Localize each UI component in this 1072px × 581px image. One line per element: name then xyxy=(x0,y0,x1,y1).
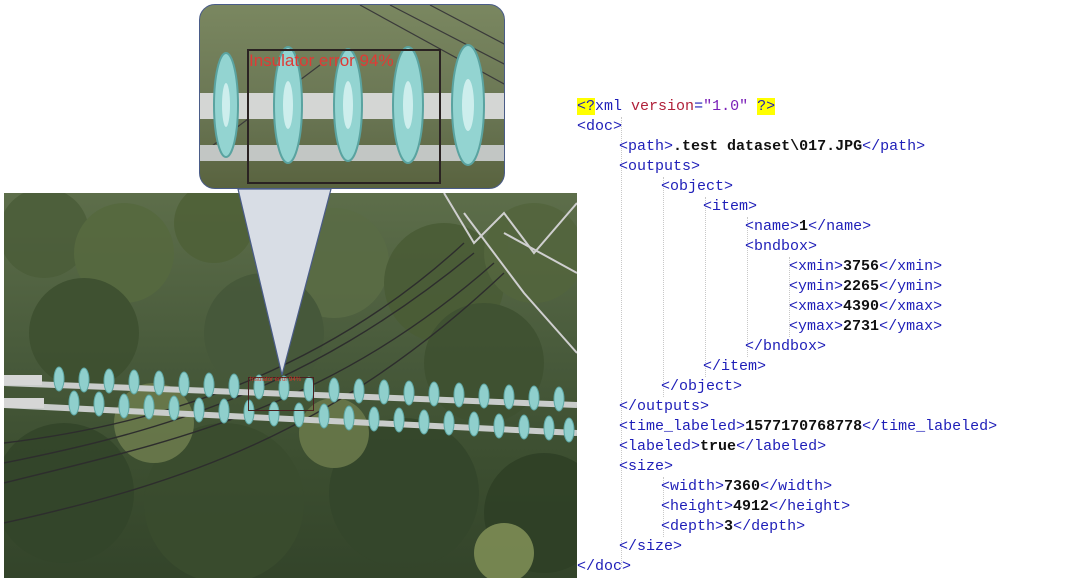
indent-guide xyxy=(747,217,748,357)
indent-guide xyxy=(789,257,790,337)
size-close: </size> xyxy=(619,538,683,555)
object-close: </object> xyxy=(661,378,743,395)
outputs-close: </outputs> xyxy=(619,398,710,415)
zoom-detection-label: Insulator error 94% xyxy=(249,51,394,70)
xmax-line: <xmax>4390</xmax> xyxy=(789,298,943,315)
detection-label: Insulator error 94% xyxy=(250,377,302,383)
xml-declaration: <?xml version="1.0" ?> xyxy=(577,98,776,115)
zoom-detection-box xyxy=(247,49,441,184)
doc-open: <doc> xyxy=(577,118,623,135)
item-close: </item> xyxy=(703,358,767,375)
bndbox-close: </bndbox> xyxy=(745,338,827,355)
bndbox-open: <bndbox> xyxy=(745,238,818,255)
photo-scene xyxy=(4,193,577,578)
zoom-scene xyxy=(200,5,504,166)
time-labeled-line: <time_labeled>1577170768778</time_labele… xyxy=(619,418,998,435)
indent-guide xyxy=(705,197,706,377)
indent-guide xyxy=(663,477,664,537)
ymin-line: <ymin>2265</ymin> xyxy=(789,278,943,295)
object-open: <object> xyxy=(661,178,734,195)
size-open: <size> xyxy=(619,458,674,475)
depth-line: <depth>3</depth> xyxy=(661,518,806,535)
outputs-open: <outputs> xyxy=(619,158,701,175)
ymax-line: <ymax>2731</ymax> xyxy=(789,318,943,335)
xml-annotation: <?xml version="1.0" ?> <doc> <path>.test… xyxy=(577,97,1072,581)
indent-guide xyxy=(621,117,622,567)
path-line: <path>.test dataset\017.JPG</path> xyxy=(619,138,926,155)
doc-close: </doc> xyxy=(577,558,632,575)
name-line: <name>1</name> xyxy=(745,218,872,235)
labeled-line: <labeled>true</labeled> xyxy=(619,438,827,455)
height-line: <height>4912</height> xyxy=(661,498,851,515)
xmin-line: <xmin>3756</xmin> xyxy=(789,258,943,275)
width-line: <width>7360</width> xyxy=(661,478,833,495)
indent-guide xyxy=(663,177,664,397)
detection-box xyxy=(248,377,314,411)
zoom-callout: Insulator error 94% xyxy=(199,4,505,189)
item-open: <item> xyxy=(703,198,758,215)
